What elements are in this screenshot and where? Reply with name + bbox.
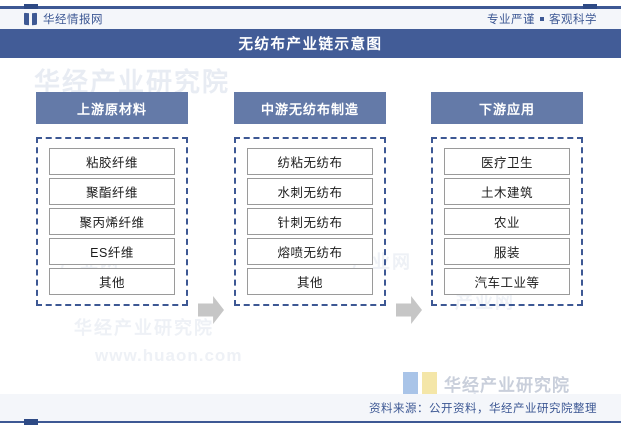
page-title: 无纺布产业链示意图 — [238, 37, 383, 53]
column-body-midstream: 纺粘无纺布 水刺无纺布 针刺无纺布 熔喷无纺布 其他 — [234, 137, 386, 306]
node-label: 医疗卫生 — [480, 156, 533, 170]
arrow-right-icon — [198, 296, 224, 324]
column-body-downstream: 医疗卫生 土木建筑 农业 服装 汽车工业等 — [431, 137, 583, 306]
source-note: 资料来源：公开资料，华经产业研究院整理 — [369, 402, 597, 415]
node-item[interactable]: 水刺无纺布 — [247, 178, 373, 205]
column-header-label: 上游原材料 — [76, 101, 147, 117]
page-header: 华经情报网 专业严谨 客观科学 — [0, 9, 621, 29]
diagram-canvas: 华经产业研究院 产业网 产业网 产业网 www.huaon.com 华经产业研究… — [0, 58, 621, 371]
node-item[interactable]: 纺粘无纺布 — [247, 148, 373, 175]
node-label: 农业 — [493, 216, 520, 230]
column-header-downstream: 下游应用 — [431, 92, 583, 124]
chain-column-upstream: 上游原材料 粘胶纤维 聚酯纤维 聚丙烯纤维 ES纤维 其他 — [36, 92, 188, 306]
institute-watermark-name: 华经产业研究院 — [444, 376, 570, 395]
node-item[interactable]: 聚酯纤维 — [49, 178, 175, 205]
node-label: 土木建筑 — [480, 186, 533, 200]
node-item[interactable]: 汽车工业等 — [444, 268, 570, 295]
node-label: 其他 — [296, 276, 323, 290]
slogan-right: 客观科学 — [549, 14, 597, 26]
top-divider — [0, 6, 621, 9]
node-label: 针刺无纺布 — [277, 216, 343, 230]
column-body-upstream: 粘胶纤维 聚酯纤维 聚丙烯纤维 ES纤维 其他 — [36, 137, 188, 306]
brand-name: 华经情报网 — [43, 14, 103, 26]
bottom-divider-left-cap — [24, 419, 38, 425]
column-header-midstream: 中游无纺布制造 — [234, 92, 386, 124]
node-item[interactable]: ES纤维 — [49, 238, 175, 265]
column-header-label: 下游应用 — [478, 101, 535, 117]
arrow-right-icon — [396, 296, 422, 324]
chain-column-downstream: 下游应用 医疗卫生 土木建筑 农业 服装 汽车工业等 — [431, 92, 583, 306]
node-item[interactable]: 针刺无纺布 — [247, 208, 373, 235]
chain-column-midstream: 中游无纺布制造 纺粘无纺布 水刺无纺布 针刺无纺布 熔喷无纺布 其他 — [234, 92, 386, 306]
node-item[interactable]: 聚丙烯纤维 — [49, 208, 175, 235]
node-label: ES纤维 — [90, 246, 134, 260]
node-item[interactable]: 土木建筑 — [444, 178, 570, 205]
background-watermark: 华经产业研究院 — [74, 318, 214, 338]
brand: 华经情报网 — [24, 11, 103, 27]
slogan: 专业严谨 客观科学 — [487, 11, 597, 27]
top-divider-right-cap — [583, 4, 597, 11]
node-label: 纺粘无纺布 — [277, 156, 343, 170]
node-item[interactable]: 医疗卫生 — [444, 148, 570, 175]
node-label: 熔喷无纺布 — [277, 246, 343, 260]
node-item[interactable]: 其他 — [49, 268, 175, 295]
node-label: 粘胶纤维 — [85, 156, 138, 170]
book-logo-icon — [403, 371, 437, 396]
slogan-separator-dot — [540, 16, 544, 21]
top-divider-left-cap — [24, 4, 38, 11]
institute-watermark-logo: 华经产业研究院 — [403, 371, 570, 396]
node-item[interactable]: 其他 — [247, 268, 373, 295]
node-item[interactable]: 熔喷无纺布 — [247, 238, 373, 265]
node-item[interactable]: 服装 — [444, 238, 570, 265]
column-header-label: 中游无纺布制造 — [260, 101, 359, 117]
node-label: 水刺无纺布 — [277, 186, 343, 200]
node-label: 聚酯纤维 — [85, 186, 138, 200]
node-item[interactable]: 农业 — [444, 208, 570, 235]
slogan-left: 专业严谨 — [487, 14, 535, 26]
node-label: 汽车工业等 — [474, 276, 540, 290]
node-label: 聚丙烯纤维 — [79, 216, 145, 230]
bottom-divider — [0, 421, 621, 423]
title-band: 无纺布产业链示意图 — [0, 29, 621, 58]
node-item[interactable]: 粘胶纤维 — [49, 148, 175, 175]
node-label: 其他 — [98, 276, 125, 290]
book-logo-icon — [24, 12, 37, 26]
background-watermark: www.huaon.com — [95, 346, 243, 365]
column-header-upstream: 上游原材料 — [36, 92, 188, 124]
page-footer: 资料来源：公开资料，华经产业研究院整理 — [0, 394, 621, 421]
node-label: 服装 — [493, 246, 520, 260]
